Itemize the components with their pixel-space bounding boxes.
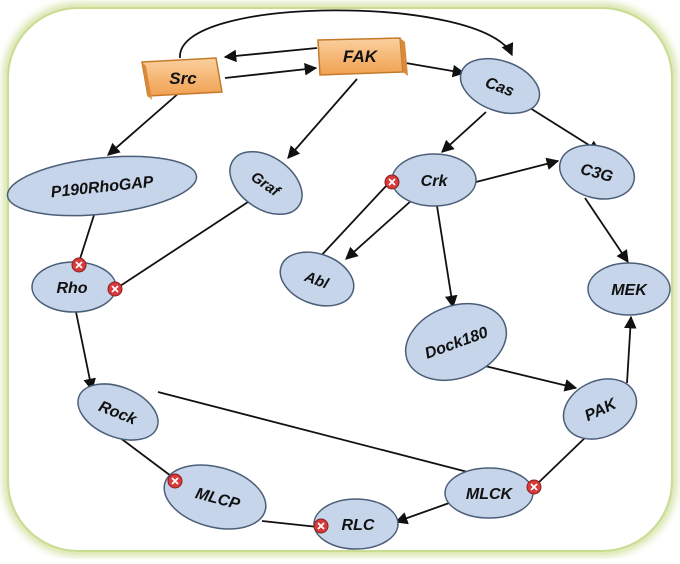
edge-graf-rho [116, 201, 249, 289]
edge-cas-crk [441, 111, 487, 153]
edge-mlcp-rlc [261, 520, 319, 528]
edge-crk-dock180 [436, 205, 458, 309]
node-rlc: RLC [313, 498, 399, 550]
node-fak-label: FAK [343, 47, 379, 66]
edge-c3g-mek [584, 197, 629, 264]
edge-src-cas-curve [179, 9, 514, 59]
node-crk: Crk [391, 153, 477, 207]
node-src-label: Src [169, 69, 197, 88]
edge-dock180-pak [484, 365, 578, 392]
edge-rock-mlck [157, 391, 489, 481]
inhibit-icon [526, 479, 542, 495]
edge-abl-crk [317, 184, 388, 260]
inhibit-icon [107, 281, 123, 297]
node-mek: MEK [587, 262, 671, 316]
edge-fak-src [223, 47, 318, 63]
node-rho-label: Rho [56, 280, 87, 297]
node-pak: PAK [562, 378, 638, 440]
node-mlck-label: MLCK [466, 486, 514, 503]
node-c3g: C3G [558, 144, 636, 200]
edge-crk-c3g [475, 157, 560, 183]
node-graf: Graf [229, 150, 303, 216]
edge-pak-mlck [535, 432, 591, 486]
inhibitor-markers [71, 174, 542, 534]
inhibit-icon [313, 518, 329, 534]
node-fak: FAK [317, 37, 408, 76]
edges [75, 9, 637, 528]
node-src: Src [141, 57, 223, 100]
node-rlc-label: RLC [342, 517, 375, 534]
node-mlck: MLCK [444, 467, 534, 519]
edge-p190-rho [78, 214, 95, 263]
edge-fak-cas [399, 61, 466, 78]
node-mlcp: MLCP [163, 464, 267, 530]
edge-crk-abl [345, 199, 413, 260]
node-cas: Cas [459, 57, 541, 115]
inhibit-icon [71, 257, 87, 273]
edge-rho-rock [75, 311, 96, 392]
edge-src-fak [224, 62, 318, 79]
node-rock: Rock [77, 383, 159, 441]
node-abl: Abl [279, 251, 355, 307]
edge-pak-mek [624, 315, 637, 384]
inhibit-icon [384, 174, 400, 190]
edge-src-p190 [107, 91, 181, 156]
edge-fak-graf [287, 78, 358, 159]
node-crk-label: Crk [421, 173, 449, 190]
node-dock180: Dock180 [404, 303, 508, 381]
node-p190: P190RhoGAP [6, 155, 198, 217]
edge-mlck-rlc [394, 501, 453, 525]
edge-rock-mlcp [114, 433, 176, 480]
node-mek-label: MEK [611, 282, 648, 299]
inhibit-icon [167, 473, 183, 489]
